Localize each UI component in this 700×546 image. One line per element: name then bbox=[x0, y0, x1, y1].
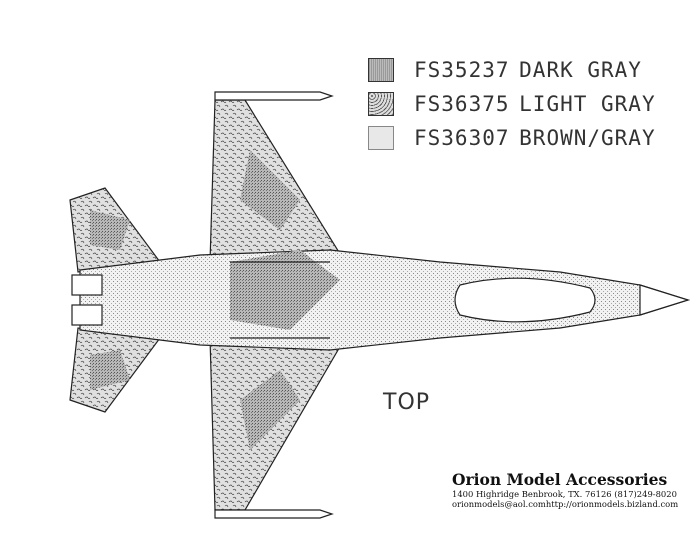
swatch-dark-gray bbox=[368, 58, 394, 82]
legend-code: FS36375 bbox=[414, 92, 510, 116]
camo-patch bbox=[240, 370, 300, 450]
missile-lower bbox=[214, 509, 334, 519]
legend-name: LIGHT GRAY bbox=[519, 92, 656, 116]
legend-name: DARK GRAY bbox=[519, 58, 642, 82]
legend-code: FS35237 bbox=[414, 58, 510, 82]
wing-root-line bbox=[230, 261, 330, 339]
camo-patch bbox=[230, 250, 340, 330]
legend-name: BROWN/GRAY bbox=[519, 126, 656, 150]
view-label: TOP bbox=[383, 390, 431, 415]
fuselage bbox=[79, 249, 691, 351]
exhaust-lower bbox=[71, 304, 103, 326]
company-contact-row: orionmodels@aol.com http://orionmodels.b… bbox=[452, 499, 679, 509]
company-address: 1400 Highridge Benbrook, TX. 76126 (817)… bbox=[452, 489, 677, 499]
canopy bbox=[454, 277, 596, 323]
company-info: Orion Model Accessories 1400 Highridge B… bbox=[452, 470, 692, 509]
company-name: Orion Model Accessories bbox=[452, 470, 668, 489]
legend-code: FS36307 bbox=[414, 126, 510, 150]
camo-patch bbox=[90, 210, 130, 250]
exhaust-upper bbox=[71, 274, 103, 296]
nose-cone bbox=[639, 284, 691, 316]
missile-upper bbox=[214, 91, 334, 101]
camo-patch bbox=[240, 150, 300, 230]
company-website: http://orionmodels.bizland.com bbox=[545, 499, 679, 509]
swatch-brown-gray bbox=[368, 126, 394, 150]
legend-item-dark-gray: FS35237 DARK GRAY bbox=[368, 58, 642, 82]
legend-item-brown-gray: FS36307 BROWN/GRAY bbox=[368, 126, 656, 150]
camo-patch bbox=[90, 350, 130, 390]
legend-item-light-gray: FS36375 LIGHT GRAY bbox=[368, 92, 656, 116]
company-email: orionmodels@aol.com bbox=[452, 499, 546, 509]
swatch-light-gray bbox=[368, 92, 394, 116]
wing-lower bbox=[209, 337, 347, 511]
